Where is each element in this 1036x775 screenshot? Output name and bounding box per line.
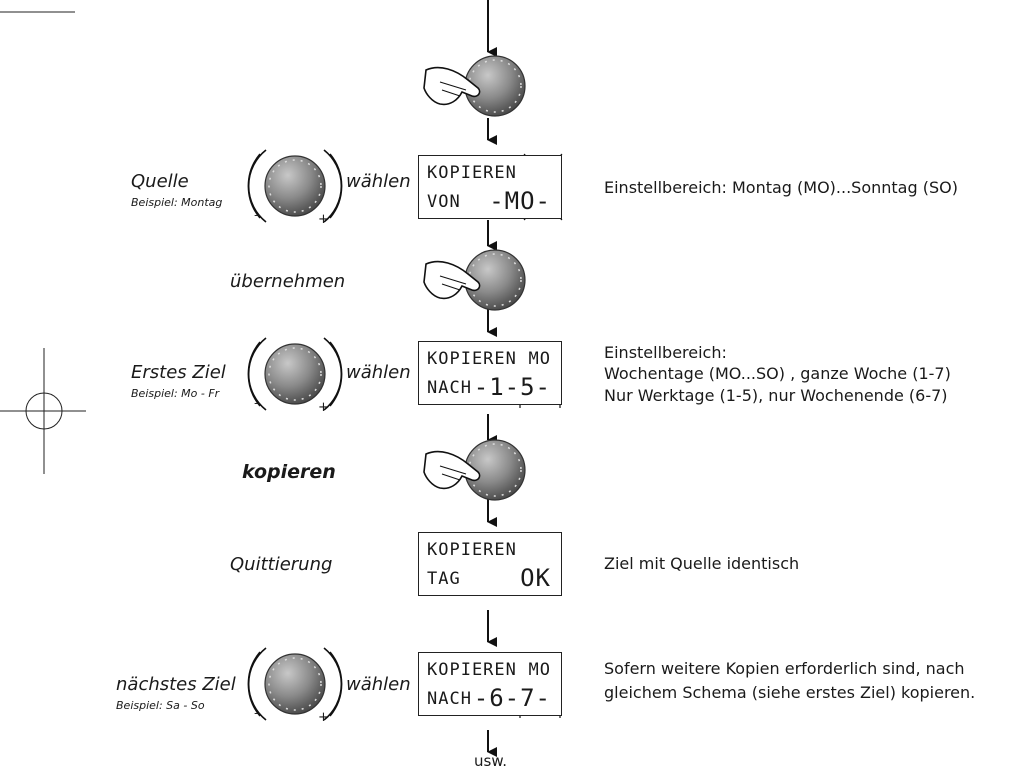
lcd-row1: KOPIEREN [427,660,517,680]
step-label-take-over: übernehmen [230,271,346,292]
push-knob-3 [423,439,526,501]
knob-minus-sign: – [254,396,261,411]
lcd-row1: KOPIEREN [427,163,517,183]
step-action-next-target: wählen [346,674,411,695]
step-example-source: Beispiel: Montag [131,196,223,209]
knob-plus-sign: + [318,710,329,725]
lcd-row2-left: NACH [427,378,472,398]
note-further-copies-line1: Sofern weitere Kopien erforderlich sind,… [604,659,965,678]
lcd-row2-left: VON [427,192,461,212]
note-setting-range-title: Einstellbereich: [604,343,727,362]
lcd-display-source: KOPIEREN VON -MO- [418,155,562,219]
lcd-row1-right: MO [528,660,551,680]
rotary-knob-3 [247,647,343,721]
note-target-identical: Ziel mit Quelle identisch [604,554,800,573]
knob-minus-sign: – [254,208,261,223]
registration-mark [0,348,86,474]
step-label-copy: kopieren [242,461,336,483]
step-action-first-target: wählen [346,362,411,383]
lcd-row1-right: MO [528,349,551,369]
step-label-next-target: nächstes Ziel [116,674,236,695]
lcd-row1: KOPIEREN [427,540,517,560]
lcd-row2-left: TAG [427,569,461,589]
lcd-display-confirm: KOPIEREN TAG OK [418,532,562,596]
end-label: usw. [474,752,507,770]
step-label-confirm: Quittierung [230,554,333,575]
note-setting-range-line2: Nur Werktage (1-5), nur Wochenende (6-7) [604,386,948,405]
lcd-display-first-target: KOPIEREN MO NACH -1-5- [418,341,562,405]
note-setting-range-line1: Wochentage (MO...SO) , ganze Woche (1-7) [604,364,951,383]
lcd-row2-value: -6-7- [473,684,551,712]
lcd-row2-left: NACH [427,689,472,709]
lcd-display-next-target: KOPIEREN MO NACH -6-7- [418,652,562,716]
step-example-next-target: Beispiel: Sa - So [116,699,205,712]
step-label-first-target: Erstes Ziel [131,362,226,383]
knob-plus-sign: + [318,212,329,227]
note-further-copies-line2: gleichem Schema (siehe erstes Ziel) kopi… [604,683,976,702]
knob-plus-sign: + [318,400,329,415]
blink-marks [519,153,563,718]
rotary-knob-1 [247,149,343,223]
rotary-knob-2 [247,337,343,411]
lcd-row2-value: -MO- [489,187,551,215]
lcd-row2-value: OK [520,564,551,592]
lcd-row2-value: -1-5- [473,373,551,401]
lcd-row1: KOPIEREN [427,349,517,369]
push-knob-1 [423,55,526,117]
push-knob-2 [423,249,526,311]
step-example-first-target: Beispiel: Mo - Fr [131,387,220,400]
note-setting-range-source: Einstellbereich: Montag (MO)...Sonntag (… [604,178,958,197]
step-action-source: wählen [346,171,411,192]
knob-minus-sign: – [254,706,261,721]
step-label-source: Quelle [131,171,189,192]
